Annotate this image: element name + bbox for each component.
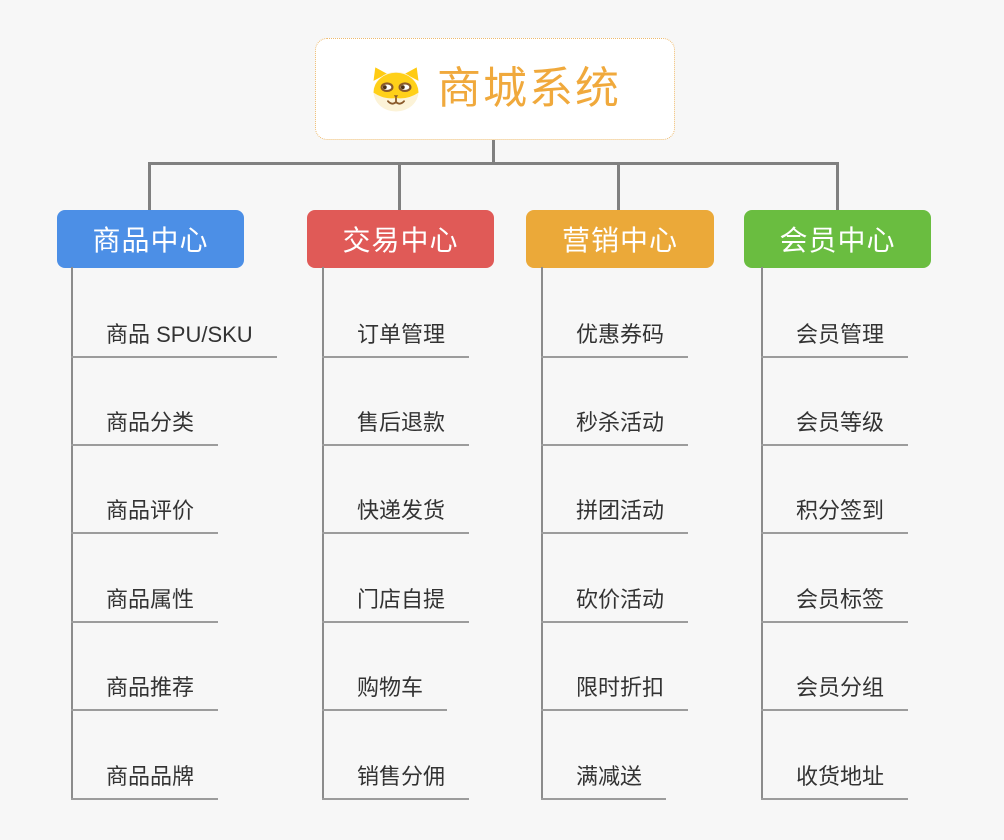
leaf-item[interactable]: 优惠券码 <box>541 320 689 358</box>
branch-header-marketing-center[interactable]: 营销中心 <box>526 210 714 268</box>
branch-column-product: 商品 SPU/SKU 商品分类 商品评价 商品属性 商品推荐 商品品牌 <box>71 0 321 840</box>
shiba-dog-icon <box>369 64 423 114</box>
leaf-item[interactable]: 商品品牌 <box>71 762 219 800</box>
branch-column-member: 会员管理 会员等级 积分签到 会员标签 会员分组 收货地址 <box>761 0 1004 840</box>
leaf-item[interactable]: 会员分组 <box>761 673 909 711</box>
leaf-item[interactable]: 销售分佣 <box>322 762 470 800</box>
leaf-item[interactable]: 满减送 <box>541 762 667 800</box>
connector-drop-trade <box>398 163 401 210</box>
branch-header-trade-center[interactable]: 交易中心 <box>307 210 494 268</box>
leaf-item[interactable]: 砍价活动 <box>541 585 689 623</box>
leaf-item[interactable]: 会员标签 <box>761 585 909 623</box>
leaf-item[interactable]: 收货地址 <box>761 762 909 800</box>
leaf-item[interactable]: 商品 SPU/SKU <box>71 320 277 358</box>
branch-header-member-center[interactable]: 会员中心 <box>744 210 931 268</box>
connector-root-vertical <box>492 140 495 164</box>
leaf-item[interactable]: 商品属性 <box>71 585 219 623</box>
connector-drop-product <box>148 163 151 210</box>
leaf-item[interactable]: 拼团活动 <box>541 496 689 534</box>
connector-horizontal <box>148 162 839 165</box>
leaf-item[interactable]: 秒杀活动 <box>541 408 689 446</box>
leaf-item[interactable]: 订单管理 <box>322 320 470 358</box>
leaf-item[interactable]: 售后退款 <box>322 408 470 446</box>
leaf-item[interactable]: 会员等级 <box>761 408 909 446</box>
leaf-item[interactable]: 会员管理 <box>761 320 909 358</box>
leaf-item[interactable]: 门店自提 <box>322 585 470 623</box>
leaf-item[interactable]: 购物车 <box>322 673 448 711</box>
connector-drop-marketing <box>617 163 620 210</box>
leaf-item[interactable]: 积分签到 <box>761 496 909 534</box>
branch-header-product-center[interactable]: 商品中心 <box>57 210 244 268</box>
connector-drop-member <box>836 163 839 210</box>
root-title: 商城系统 <box>437 64 621 113</box>
leaf-item[interactable]: 限时折扣 <box>541 673 689 711</box>
branch-column-marketing: 优惠券码 秒杀活动 拼团活动 砍价活动 限时折扣 满减送 <box>541 0 791 840</box>
leaf-item[interactable]: 商品评价 <box>71 496 219 534</box>
leaf-item[interactable]: 商品推荐 <box>71 673 219 711</box>
leaf-item[interactable]: 快递发货 <box>322 496 470 534</box>
branch-column-trade: 订单管理 售后退款 快递发货 门店自提 购物车 销售分佣 <box>322 0 572 840</box>
root-node[interactable]: 商城系统 <box>315 38 675 140</box>
leaf-item[interactable]: 商品分类 <box>71 408 219 446</box>
